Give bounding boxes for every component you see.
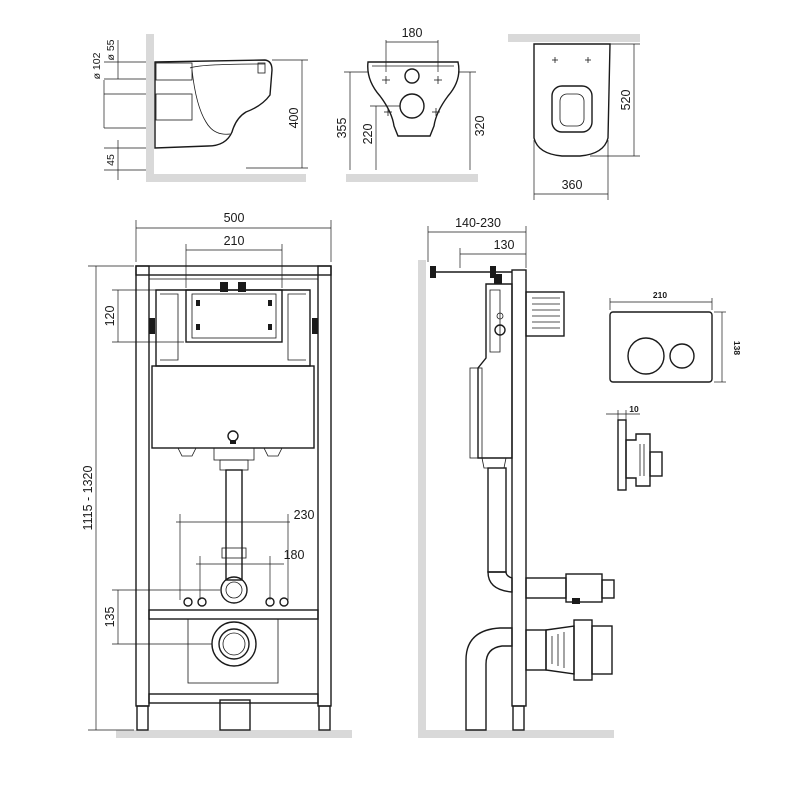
service-opening — [185, 289, 283, 343]
large-flush-button — [627, 337, 665, 375]
left-rail — [135, 265, 150, 707]
dim-320: 320 — [473, 116, 487, 137]
tank-side — [477, 283, 513, 459]
plate-outline — [609, 311, 713, 383]
dim-500: 500 — [224, 211, 245, 225]
right-rail — [317, 265, 332, 707]
side-flush-pipe — [487, 467, 507, 573]
plate-side-outline — [617, 419, 627, 491]
tank-upper — [155, 289, 311, 367]
flush-connector — [525, 577, 567, 599]
bowl-top-outline — [533, 43, 611, 157]
floor-section — [146, 174, 306, 182]
bowl-rim — [189, 63, 266, 69]
tank-body — [151, 365, 315, 449]
dim-diameter-55: ø 55 — [105, 39, 117, 60]
button-box — [525, 291, 565, 337]
inlet-hole — [404, 68, 420, 84]
floor-section — [418, 730, 614, 738]
outlet-hole — [399, 93, 425, 119]
dim-diameter-102: ø 102 — [91, 52, 103, 79]
bowl-front-view: 180 355 220 320 — [335, 26, 487, 182]
wall-section — [146, 34, 154, 182]
floor-section — [346, 174, 478, 182]
flush-outlet — [220, 576, 248, 604]
dim-180: 180 — [284, 548, 305, 562]
dim-520: 520 — [619, 90, 633, 111]
drain-connector — [525, 629, 547, 671]
bowl-side-view: ø 55 ø 102 45 400 — [91, 34, 308, 182]
top-crossbar — [135, 265, 332, 276]
flush-pipe — [225, 469, 243, 581]
bowl-inlet — [155, 62, 193, 81]
side-upright — [511, 269, 527, 707]
bowl-outlet — [155, 93, 193, 121]
dim-210: 210 — [224, 234, 245, 248]
dim-plate-138: 138 — [732, 341, 742, 355]
bowl-top-view: 520 360 — [508, 34, 640, 200]
dim-220: 220 — [361, 124, 375, 145]
wall-section — [418, 260, 426, 738]
bowl-interior — [191, 69, 231, 135]
dim-355: 355 — [335, 118, 349, 139]
side-leg — [512, 705, 525, 731]
dim-230: 230 — [294, 508, 315, 522]
bowl-front-outline — [367, 61, 460, 137]
left-leg — [136, 705, 149, 731]
dim-45: 45 — [105, 154, 117, 166]
dim-120: 120 — [103, 306, 117, 327]
dim-135: 135 — [103, 607, 117, 628]
plate-mechanism — [625, 433, 651, 487]
floor-section — [116, 730, 352, 738]
bowl-body — [154, 59, 273, 149]
drain-pipe — [219, 699, 251, 731]
bottom-crossbar — [148, 693, 319, 704]
wall-section — [508, 34, 640, 42]
small-flush-button — [669, 343, 695, 369]
dim-1115-1320: 1115 - 1320 — [81, 466, 95, 531]
drain-bend — [465, 627, 513, 731]
dim-130: 130 — [494, 238, 515, 252]
frame-front-view: 500 210 120 1115 - 1320 230 180 135 — [81, 211, 352, 738]
bowl-nozzle — [257, 62, 266, 74]
dim-180: 180 — [402, 26, 423, 40]
dim-140-230: 140-230 — [455, 216, 501, 230]
bowl-opening — [551, 85, 593, 133]
frame-side-view: 140-230 130 — [418, 216, 615, 738]
right-leg — [318, 705, 331, 731]
dim-plate-210: 210 — [653, 290, 667, 300]
dim-360: 360 — [562, 178, 583, 192]
flush-plate-side: 10 — [606, 404, 663, 491]
lower-crossbar — [148, 609, 319, 620]
dim-400: 400 — [287, 108, 301, 129]
dim-plate-10: 10 — [629, 404, 639, 414]
flush-plate-front: 210 138 — [609, 290, 742, 383]
